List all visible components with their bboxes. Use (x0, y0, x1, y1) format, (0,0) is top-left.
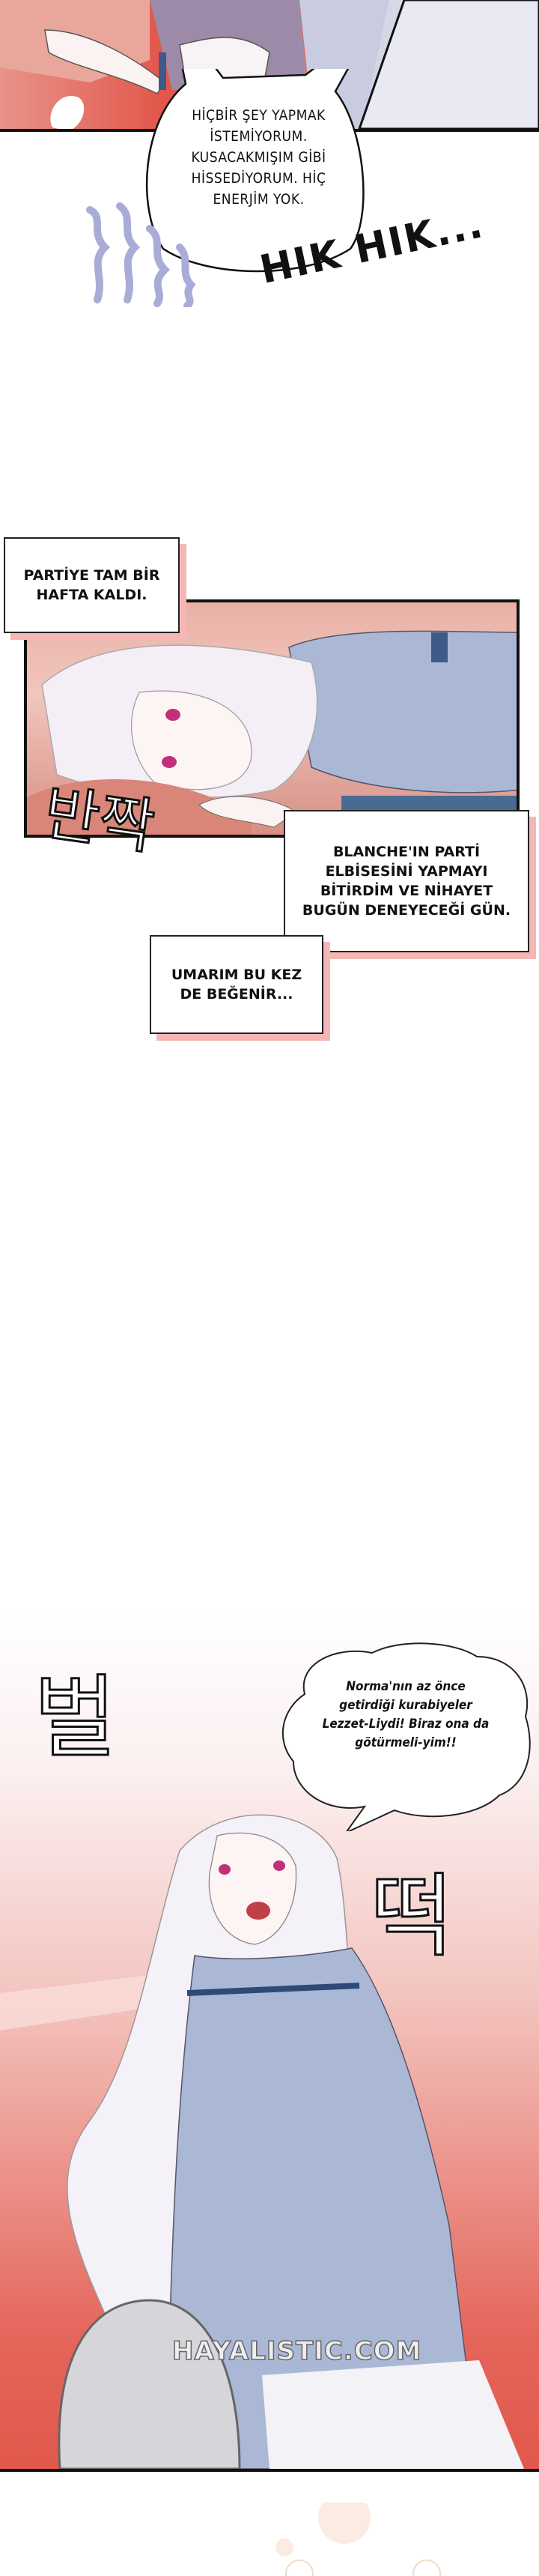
girl-lying-art (27, 630, 517, 835)
sound-effect-korean-jolt-2: 떡 (369, 1864, 454, 1971)
narration-caption-2: BLANCHE'IN PARTİ ELBİSESİNİ YAPMAYI BİTİ… (284, 810, 529, 952)
sound-effect-korean-jolt-1: 벌 (32, 1666, 117, 1772)
dress-sleeve (288, 630, 517, 793)
sparkle-shape (50, 96, 85, 129)
cloud-bubble-shape (281, 1642, 531, 1831)
hand-mirror (58, 2299, 241, 2469)
face (131, 690, 252, 790)
sound-effect-korean-sparkle: 반짝 (39, 777, 160, 864)
faint-bokeh-decoration (275, 2503, 441, 2576)
watermark: HAYALISTIC.COM (171, 2335, 422, 2367)
blue-dress (164, 1947, 480, 2469)
girl-sitting-art (0, 1814, 524, 2469)
middle-comic-panel (24, 599, 520, 838)
shiver-lines-decoration (86, 202, 196, 307)
face (208, 1832, 297, 1945)
speech-text: HİÇBİR ŞEY YAPMAK İSTEMİYORUM. KUSACAKMI… (191, 107, 326, 208)
thought-speech-bubble: Norma'nın az önce getirdiği kurabiyeler … (275, 1642, 535, 1831)
narration-caption-1: PARTİYE TAM BİR HAFTA KALDI. (4, 537, 180, 633)
speech-text: Norma'nın az önce getirdiği kurabiyeler … (322, 1679, 490, 1750)
narration-caption-3: UMARIM BU KEZ DE BEĞENİR... (150, 935, 323, 1034)
speech-bubble-shape (145, 69, 365, 273)
speech-bubble: HİÇBİR ŞEY YAPMAK İSTEMİYORUM. KUSACAKMI… (141, 69, 377, 275)
bottom-comic-panel (0, 1611, 539, 2472)
